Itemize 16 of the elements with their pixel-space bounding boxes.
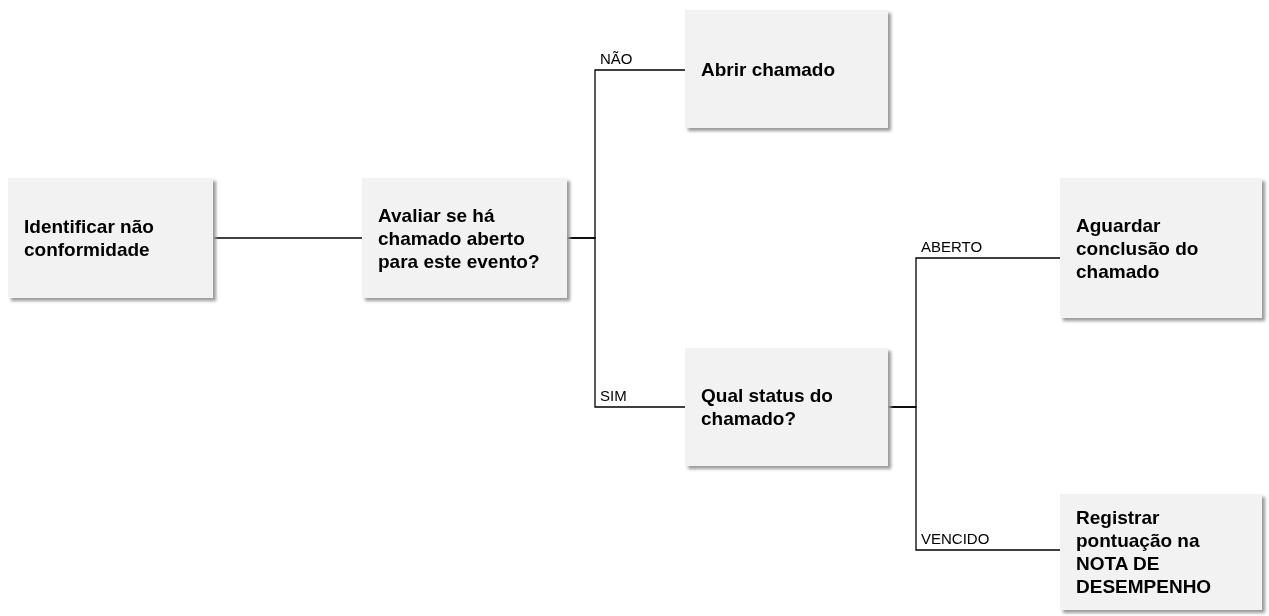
box-text: Identificar não conformidade <box>24 215 155 261</box>
connector-line <box>566 237 686 408</box>
process-box <box>362 178 567 298</box>
process-box <box>8 178 213 298</box>
box-text: Qual status do chamado? <box>701 384 834 430</box>
connector-line <box>887 406 1061 551</box>
process-box <box>1060 494 1262 610</box>
box-text: Registrar pontuação na NOTA DE DESEMPENHO <box>1076 506 1213 598</box>
connector-line <box>212 237 363 239</box>
box-text: Abrir chamado <box>701 57 837 81</box>
box-text: Aguardar conclusão do chamado <box>1076 213 1200 283</box>
process-box <box>685 348 888 466</box>
edge-label: NÃO <box>598 50 635 67</box>
box-text: Avaliar se há chamado aberto para este evento? <box>378 203 541 273</box>
process-box <box>685 10 888 128</box>
process-box <box>1060 178 1262 318</box>
